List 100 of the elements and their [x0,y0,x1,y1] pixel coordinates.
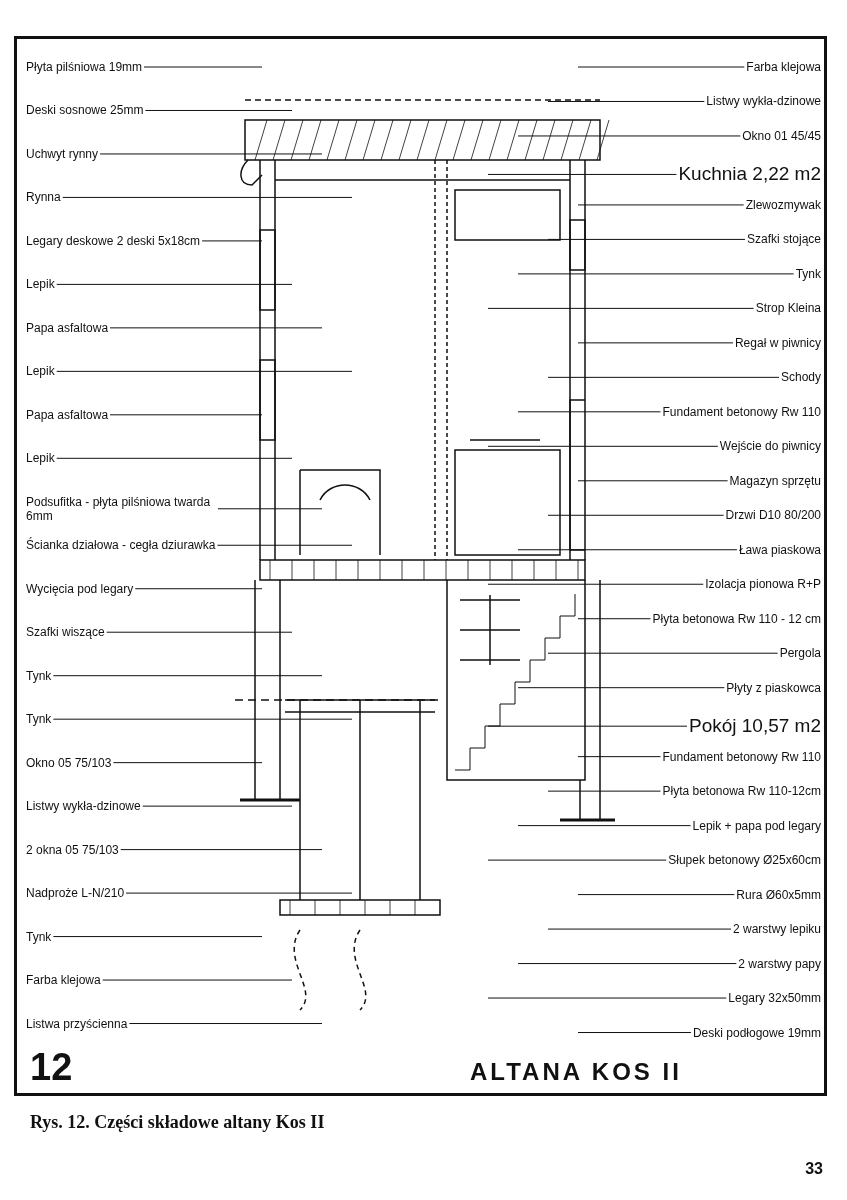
leader-line [517,135,741,137]
leader-line [577,342,734,344]
callout-label: 2 okna 05 75/103 [26,842,119,857]
callout-label: Zlewozmywak [745,197,821,212]
callout-label: Deski podłogowe 19mm [692,1025,821,1040]
leader-line [577,480,729,482]
leader-line [487,445,719,447]
leader-line [102,979,293,981]
leader-line [577,618,651,620]
room-label: Kuchnia 2,22 m2 [678,163,821,186]
callout-label: Deski sosnowe 25mm [26,103,144,118]
callout-label: Wejście do piwnicy [719,439,821,454]
callout-label: Płyty z piaskowca [726,680,821,695]
leader-line [487,307,755,309]
leader-line [142,805,293,807]
callout-label: Farba klejowa [26,973,101,988]
callout-label: Ścianka działowa - cegła dziurawka [26,538,216,553]
leader-line [201,240,263,242]
callout-label: Podsufitka - płyta pilśniowa twarda 6mm [26,494,216,523]
leader-line [487,583,704,585]
callout-label: Okno 05 75/103 [26,755,112,770]
callout-label: Listwy wykła-dzinowe [706,94,821,109]
callout-label: Legary deskowe 2 deski 5x18cm [26,233,201,248]
leader-line [517,963,737,965]
leader-line [547,928,732,930]
leader-line [99,153,323,155]
leader-line [143,66,263,68]
leader-line [517,411,661,413]
leader-line [120,849,323,851]
leader-line [217,508,323,510]
leader-line [547,790,661,792]
page-number: 33 [805,1160,823,1178]
leader-line [52,718,353,720]
leader-line [487,859,667,861]
callout-label: Fundament betonowy Rw 110 [662,404,821,419]
callout-label: Listwa przyścienna [26,1016,128,1031]
drawing-title: ALTANA KOS II [470,1058,682,1086]
leader-line [487,725,688,727]
callout-label: Strop Kleina [755,301,821,316]
callout-label: Listwy wykła-dzinowe [26,799,141,814]
callout-label: Legary 32x50mm [728,991,821,1006]
leader-line [109,414,263,416]
callout-label: Lepik [26,451,55,466]
figure-number: 12 [30,1046,73,1089]
leader-line [52,936,263,938]
leader-line [56,283,293,285]
leader-line [106,631,293,633]
callout-label: Fundament betonowy Rw 110 [662,749,821,764]
callout-label: Schody [780,370,821,385]
callout-label: Rynna [26,190,61,205]
callout-label: Lepik + papa pod legary [692,818,821,833]
leader-line [56,457,293,459]
callout-label: Tynk [26,929,52,944]
callout-label: Drzwi D10 80/200 [725,508,821,523]
leader-line [128,1023,323,1024]
leader-line [56,370,353,372]
callout-label: Magazyn sprzętu [729,473,821,488]
callout-label: Płyta betonowa Rw 110-12cm [662,784,821,799]
callout-label: 2 warstwy papy [738,956,821,971]
callout-label: Uchwyt rynny [26,146,99,161]
leader-line [487,173,677,175]
leader-line [517,549,738,551]
callout-label: Okno 01 45/45 [742,128,821,143]
callout-label: Słupek betonowy Ø25x60cm [668,853,821,868]
leader-line [144,109,293,111]
leader-line [577,204,745,206]
callout-label: Nadproże L-N/210 [26,886,125,901]
callout-label: Rura Ø60x5mm [736,887,821,902]
leader-line [109,327,323,329]
callout-label: Pergola [779,646,821,661]
leader-line [547,652,779,654]
callout-label: Lepik [26,364,55,379]
callout-label: Lepik [26,277,55,292]
callout-label: Płyta betonowa Rw 110 - 12 cm [652,611,821,626]
callout-label: Izolacja pionowa R+P [705,577,821,592]
leader-line [134,588,263,590]
leader-line [547,514,725,516]
callout-label: Farba klejowa [746,60,821,74]
leader-line [112,762,263,764]
leader-line [517,273,795,275]
callout-label: Regał w piwnicy [734,335,821,350]
figure-caption: Rys. 12. Części składowe altany Kos II [30,1112,325,1133]
callout-label: Ława piaskowa [738,542,821,557]
callout-label: Papa asfaltowa [26,320,109,335]
leader-line [577,1032,692,1033]
callout-label: Szafki stojące [746,232,821,247]
leader-line [547,238,746,240]
leader-line [125,892,353,894]
leader-line [547,100,705,102]
room-label: Pokój 10,57 m2 [688,715,821,738]
callout-label: Papa asfaltowa [26,407,109,422]
callout-label: Tynk [26,668,52,683]
leader-line [547,376,780,378]
leader-line [52,675,323,677]
callout-label: Tynk [26,712,52,727]
leader-line [487,997,727,999]
leader-line [577,894,735,896]
leader-line [216,544,353,546]
leader-line [577,756,661,758]
callout-label: Płyta pilśniowa 19mm [26,60,143,74]
